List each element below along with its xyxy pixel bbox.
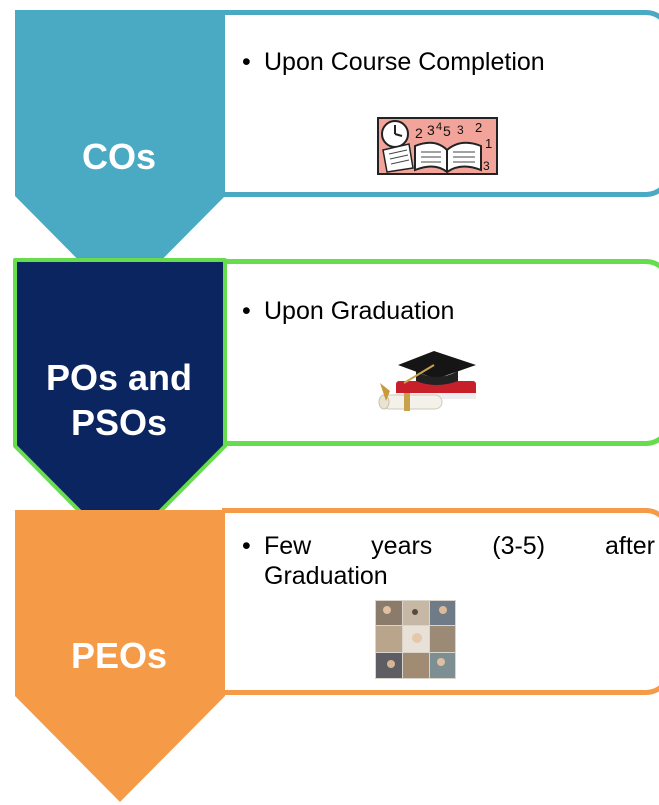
- svg-text:5: 5: [443, 123, 451, 139]
- po-pso-label: POs and PSOs: [14, 355, 224, 445]
- svg-text:3: 3: [427, 122, 435, 138]
- clock-book-calendar-icon: 2 3 4 5 3 2 1 3: [377, 117, 498, 175]
- bullet-dot: •: [242, 297, 251, 325]
- co-chevron: [15, 10, 225, 302]
- peo-bullet-text: Few years (3-5) after Graduation: [264, 531, 655, 591]
- peo-bullet-line2: Graduation: [264, 562, 388, 590]
- svg-text:3: 3: [483, 159, 490, 173]
- co-bullet-text: Upon Course Completion: [264, 48, 545, 76]
- svg-text:2: 2: [475, 120, 482, 135]
- graduation-cap-diploma-icon: [374, 343, 480, 415]
- professional-collage-photo-icon: [375, 600, 456, 679]
- po-pso-chevron: [13, 258, 227, 554]
- po-pso-label-line1: POs and: [45, 357, 193, 398]
- co-label: COs: [81, 136, 157, 177]
- peo-chevron: [15, 510, 225, 802]
- svg-text:1: 1: [485, 136, 492, 151]
- peo-label: PEOs: [70, 635, 168, 676]
- bullet-dot: •: [242, 48, 251, 76]
- svg-text:4: 4: [436, 121, 442, 133]
- po-bullet-text: Upon Graduation: [264, 297, 455, 325]
- svg-text:3: 3: [457, 123, 464, 137]
- po-bullet: • Upon Graduation: [242, 296, 655, 326]
- co-bullet: • Upon Course Completion: [242, 47, 655, 77]
- bullet-dot: •: [242, 532, 251, 560]
- peo-bullet: • Few years (3-5) after Graduation: [242, 531, 655, 591]
- peo-bullet-line1: Few years (3-5) after: [264, 532, 655, 560]
- po-pso-label-line2: PSOs: [70, 402, 168, 443]
- svg-text:2: 2: [415, 125, 423, 141]
